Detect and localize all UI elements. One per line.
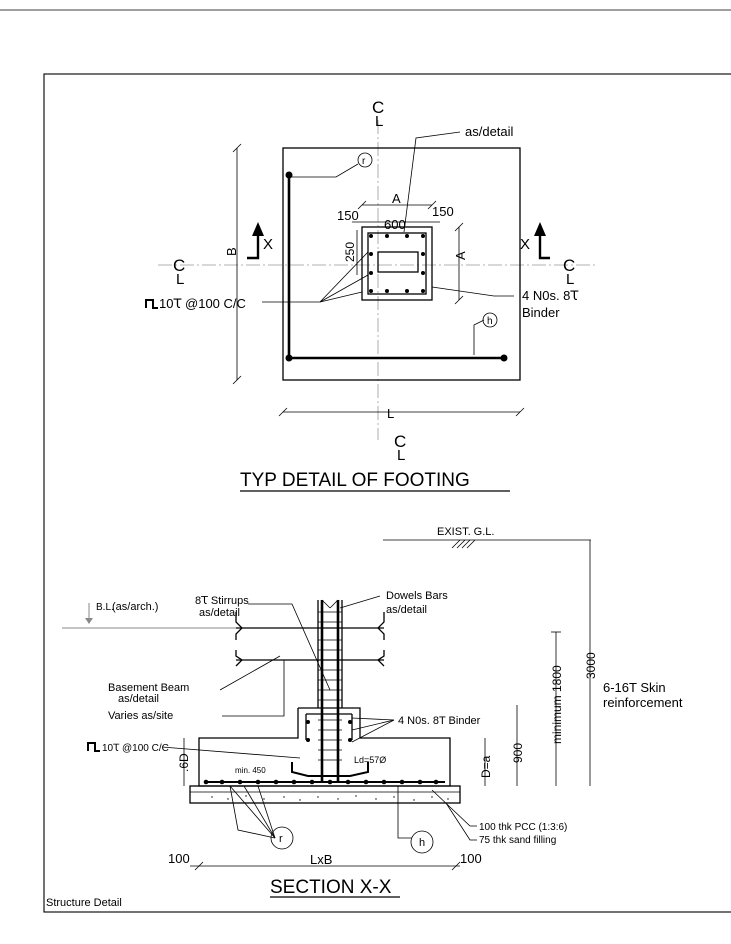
- svg-text:A: A: [453, 251, 468, 260]
- svg-text:Binder: Binder: [522, 305, 560, 320]
- footer-label: Structure Detail: [46, 897, 122, 909]
- svg-text:6-16T Skin: 6-16T Skin: [603, 680, 666, 695]
- svg-text:150: 150: [432, 204, 454, 219]
- centerline-symbol-left: C L: [173, 256, 185, 288]
- svg-text:150: 150: [337, 208, 359, 223]
- svg-text:900: 900: [511, 743, 525, 763]
- svg-text:r: r: [362, 156, 366, 167]
- bottom-bars: [203, 779, 439, 785]
- svg-text:100: 100: [460, 851, 482, 866]
- svg-text:(as/arch.): (as/arch.): [112, 601, 158, 613]
- pedestal-outline: [361, 226, 433, 301]
- svg-text:h: h: [487, 316, 493, 327]
- svg-text:D=a: D=a: [479, 755, 493, 778]
- svg-text:L: L: [387, 406, 394, 421]
- section-mark-right: X: [520, 222, 550, 260]
- svg-text:100: 100: [168, 851, 190, 866]
- svg-text:100 thk PCC (1:3:6): 100 thk PCC (1:3:6): [479, 822, 567, 833]
- svg-text:10Ꚍ @100 C/C: 10Ꚍ @100 C/C: [159, 296, 246, 311]
- svg-text:Basement Beam: Basement Beam: [108, 682, 189, 694]
- ground-hatch: [451, 539, 476, 549]
- svg-text:C: C: [394, 432, 406, 451]
- svg-text:4 N0s. 8Ꚍ: 4 N0s. 8Ꚍ: [522, 288, 578, 303]
- svg-text:C: C: [173, 256, 185, 275]
- svg-text:10Ꚍ @100 C/C: 10Ꚍ @100 C/C: [102, 743, 169, 754]
- svg-text:8Ꚍ Stirrups: 8Ꚍ Stirrups: [195, 595, 249, 607]
- svg-text:250: 250: [343, 242, 357, 262]
- svg-text:minimum 1800: minimum 1800: [550, 665, 564, 744]
- column-core: [377, 251, 419, 273]
- svg-text:L: L: [375, 113, 383, 130]
- footing-outline: [282, 147, 521, 381]
- svg-text:L: L: [176, 271, 184, 288]
- svg-text:L: L: [566, 271, 574, 288]
- pedestal-bars: [306, 720, 352, 742]
- plan-title: TYP DETAIL OF FOOTING: [240, 470, 470, 491]
- svg-text:3000: 3000: [584, 652, 598, 679]
- svg-text:C: C: [563, 256, 575, 275]
- centerline-symbol-top: C L: [372, 98, 384, 130]
- svg-text:.6D: .6D: [177, 753, 191, 772]
- svg-text:EXIST. G.L.: EXIST. G.L.: [437, 526, 494, 538]
- svg-text:h: h: [419, 837, 425, 849]
- svg-text:as/detail: as/detail: [386, 604, 427, 616]
- section-view: EXIST. G.L. B.L. (as/arch.): [62, 526, 683, 898]
- svg-text:Varies as/site: Varies as/site: [108, 710, 173, 722]
- centerline-symbol-bottom: C L: [394, 432, 406, 464]
- svg-text:A: A: [392, 191, 401, 206]
- svg-text:X: X: [263, 236, 273, 253]
- svg-text:as/detail: as/detail: [465, 124, 514, 139]
- svg-text:reinforcement: reinforcement: [603, 695, 683, 710]
- svg-text:Dowels Bars: Dowels Bars: [386, 590, 448, 602]
- section-mark-left: X: [247, 222, 273, 260]
- column-stirrups: [318, 611, 342, 761]
- svg-text:X: X: [520, 236, 530, 253]
- drawing-frame: [43, 73, 731, 913]
- svg-text:as/detail: as/detail: [199, 607, 240, 619]
- svg-text:B: B: [224, 247, 239, 256]
- svg-text:r: r: [279, 833, 283, 845]
- svg-text:C: C: [372, 98, 384, 117]
- column-outline: [367, 232, 427, 295]
- svg-text:B.L.: B.L.: [96, 602, 114, 613]
- svg-text:75 thk sand filling: 75 thk sand filling: [479, 835, 556, 846]
- column-bars: [369, 234, 425, 293]
- svg-text:as/detail: as/detail: [118, 693, 159, 705]
- plan-view: C L C L C L C L r h: [145, 98, 595, 492]
- pcc-speckle: [211, 795, 449, 801]
- svg-text:LxB: LxB: [310, 852, 332, 867]
- pcc-bed: [189, 785, 461, 804]
- svg-text:Ld=57Ø: Ld=57Ø: [354, 755, 386, 765]
- svg-text:min. 450: min. 450: [235, 766, 266, 775]
- svg-text:600: 600: [384, 217, 406, 232]
- centerline-symbol-right: C L: [563, 256, 575, 288]
- svg-text:L: L: [397, 447, 405, 464]
- section-title: SECTION X-X: [270, 877, 392, 898]
- svg-text:4 N0s. 8T Binder: 4 N0s. 8T Binder: [398, 715, 481, 727]
